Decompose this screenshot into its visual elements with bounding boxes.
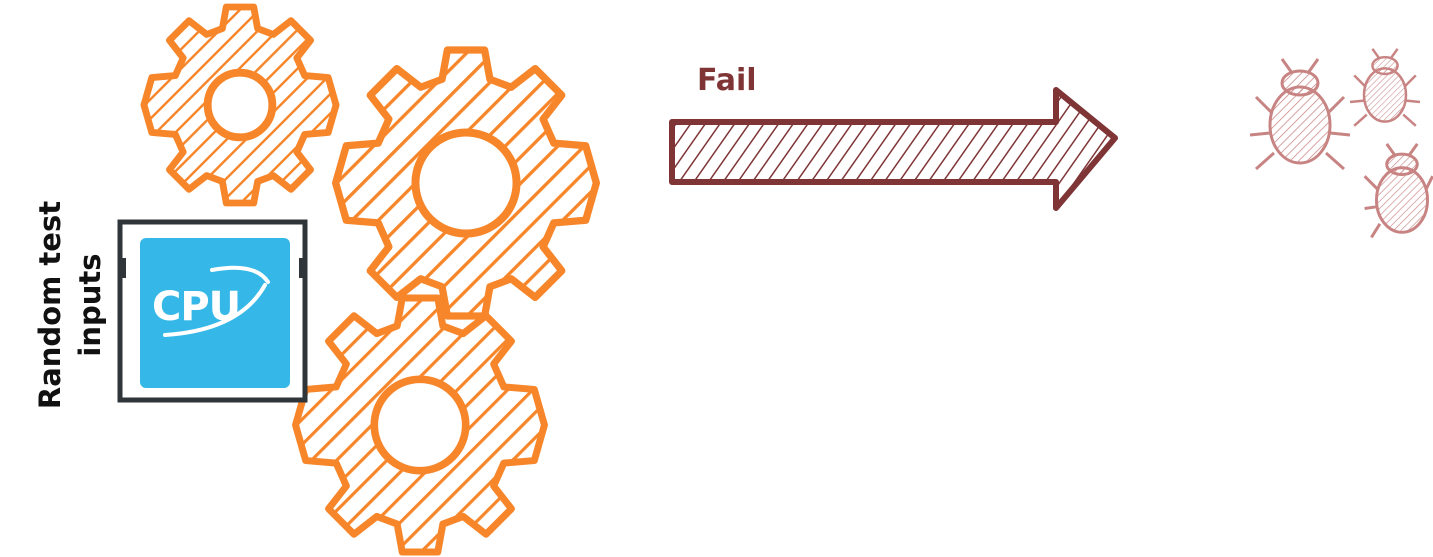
gear-icon (336, 50, 597, 316)
gear-icon (144, 7, 336, 203)
arrow-icon (672, 90, 1115, 208)
bug-icon (1365, 144, 1433, 238)
side-label-line-2: inputs (70, 135, 110, 475)
bug-icon (1350, 49, 1420, 126)
gear-icon (296, 298, 545, 552)
side-label-line-1: Random test (30, 135, 70, 475)
cpu-chip-label: CPU (152, 284, 240, 330)
random-test-inputs-label: Random test inputs (30, 135, 120, 475)
bug-icon (1250, 59, 1350, 169)
fail-label: Fail (697, 63, 757, 98)
